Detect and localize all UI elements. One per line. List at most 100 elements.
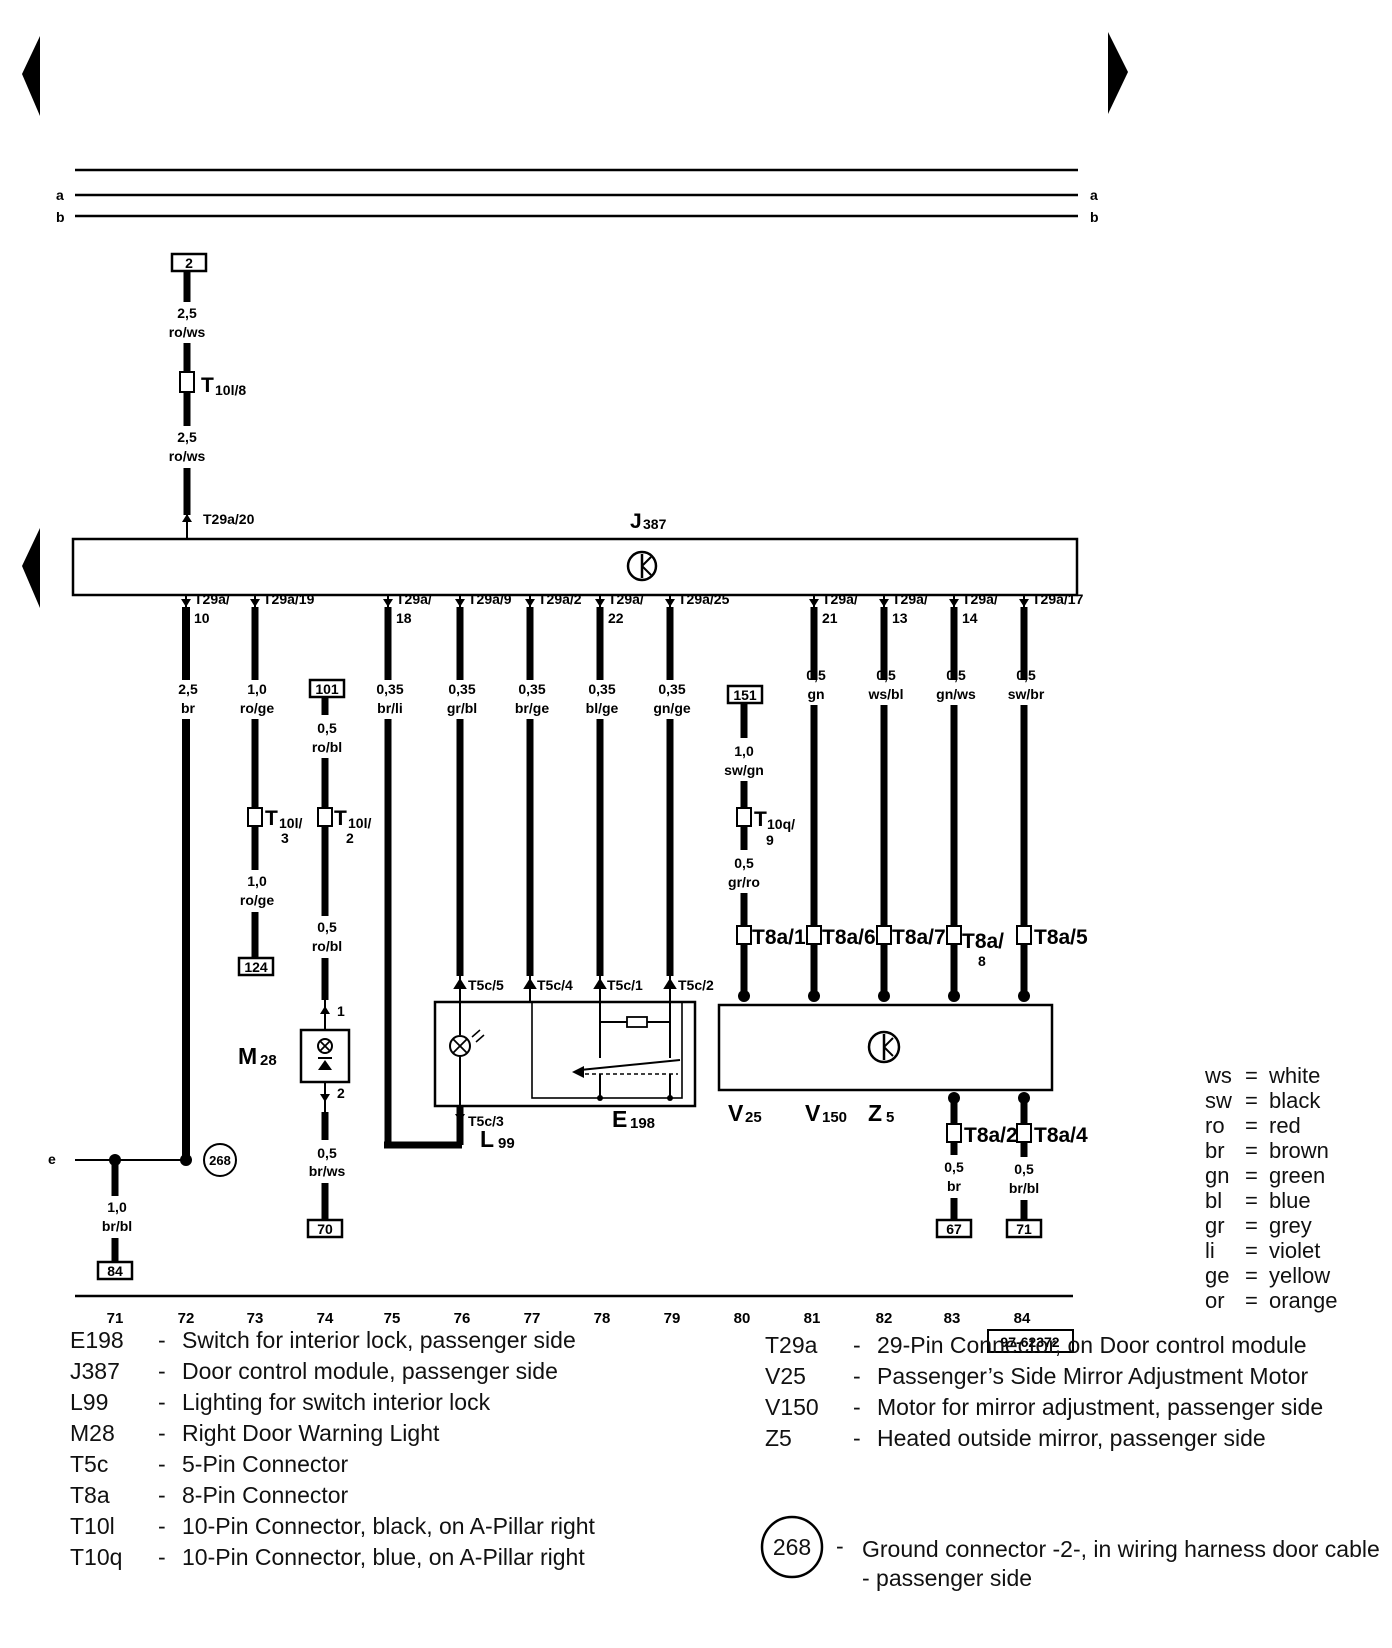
pin-arrow [665, 599, 675, 607]
prev-page-arrow[interactable] [22, 36, 40, 116]
svg-text:1: 1 [337, 1003, 345, 1019]
color-code: ro [1205, 1113, 1225, 1138]
pin-T5c-5: T5c/5 [468, 977, 504, 993]
pin-arrow [455, 599, 465, 607]
track-number: 81 [804, 1310, 821, 1327]
svg-text:br/bl: br/bl [1009, 1180, 1039, 1196]
pin-T5c-3: T5c/3 [468, 1113, 504, 1129]
svg-text:ro/bl: ro/bl [312, 739, 342, 755]
module-J387-label: J [630, 510, 642, 533]
pin-arrow [383, 599, 393, 607]
pin-T5c-1: T5c/1 [607, 977, 643, 993]
ground-legend-symbol [760, 1515, 824, 1579]
track-number: 71 [107, 1310, 124, 1327]
svg-text:br/bl: br/bl [102, 1218, 132, 1234]
legend-row: M28-Right Door Warning Light [70, 1418, 595, 1449]
wire-size: 0,5 [1016, 667, 1036, 683]
track-number: 80 [734, 1310, 751, 1327]
color-key-row: gr=grey [1205, 1213, 1312, 1238]
legend-desc: Right Door Warning Light [182, 1420, 440, 1446]
legend-row: T5c-5-Pin Connector [70, 1449, 595, 1480]
connector-T8a-2: T8a/2 [964, 1124, 1018, 1147]
wire-size: 0,35 [448, 681, 475, 697]
connector-T10l-3: T [265, 807, 278, 830]
module-J387-sub: 387 [643, 516, 667, 532]
color-code: ge [1205, 1263, 1230, 1288]
connector-T10l-8: T [201, 374, 214, 397]
wire-color: bl/ge [586, 700, 619, 716]
svg-text:71: 71 [1016, 1221, 1032, 1237]
pin-T29a-20: T29a/20 [203, 511, 255, 527]
legend-desc: 5-Pin Connector [182, 1451, 349, 1477]
svg-text:ro/ge: ro/ge [240, 892, 274, 908]
wire-size: 0,35 [518, 681, 545, 697]
legend-desc: 29-Pin Connector, on Door control module [877, 1332, 1307, 1358]
pin-label-sub: 21 [822, 610, 838, 626]
prev-module-arrow[interactable] [22, 528, 40, 608]
color-code: bl [1205, 1188, 1223, 1213]
connector-T8a-6: T8a/6 [822, 926, 876, 949]
pin-label-sub: 18 [396, 610, 412, 626]
svg-text:1,0: 1,0 [734, 743, 754, 759]
ground-legend-text: Ground connector -2-, in wiring harness … [862, 1536, 1380, 1591]
color-key-row: bl=blue [1205, 1188, 1311, 1213]
legend-desc: Passenger’s Side Mirror Adjustment Motor [877, 1363, 1309, 1389]
pin-label: T29a/ [194, 591, 230, 607]
svg-text:sw/gn: sw/gn [724, 762, 764, 778]
wire-size: 0,5 [806, 667, 826, 683]
pin-label: T29a/9 [468, 591, 512, 607]
legend-desc: 10-Pin Connector, blue, on A-Pillar righ… [182, 1544, 585, 1570]
connector-T8a-5: T8a/5 [1034, 926, 1088, 949]
pin-arrow [595, 599, 605, 607]
terminal-67 [935, 1218, 973, 1239]
module-pins: T29a/102,5brT29a/191,0ro/geT29a/180,35br… [178, 591, 1084, 740]
legend-code: Z5 [765, 1425, 792, 1451]
pin-label: T29a/17 [1032, 591, 1084, 607]
legend-row: Z5-Heated outside mirror, passenger side [765, 1423, 1323, 1454]
legend-row: T29a-29-Pin Connector, on Door control m… [765, 1330, 1323, 1361]
ground-connector-268[interactable] [203, 1143, 237, 1177]
next-page-arrow[interactable] [1108, 32, 1128, 114]
ground-legend-id: 268 [773, 1534, 811, 1560]
pin-label: T29a/19 [263, 591, 315, 607]
legend-code: M28 [70, 1420, 115, 1446]
M28-warning-light[interactable] [299, 1028, 351, 1084]
connector-T8a-1: T8a/1 [752, 926, 806, 949]
svg-text:gr/ro: gr/ro [728, 874, 760, 890]
legend-code: T29a [765, 1332, 818, 1358]
reference-box [987, 1329, 1074, 1353]
svg-text:0,5: 0,5 [317, 1145, 337, 1161]
connector-T10l-2: T [334, 807, 347, 830]
rail-b-left-label: b [56, 209, 65, 225]
module-J387[interactable] [71, 537, 1079, 597]
svg-text:70: 70 [317, 1221, 333, 1237]
rail-a-left-label: a [56, 187, 64, 203]
color-name: black [1269, 1088, 1321, 1113]
E198-switch-housing[interactable] [433, 1000, 697, 1108]
pin-label: T29a/ [608, 591, 644, 607]
svg-text:1,0: 1,0 [107, 1199, 127, 1215]
color-key-row: sw=black [1205, 1088, 1321, 1113]
component-M28: M [238, 1043, 257, 1069]
color-name: white [1269, 1063, 1321, 1088]
wire-color: br/li [377, 700, 403, 716]
legend-code: T10l [70, 1513, 115, 1539]
component-E198: E [612, 1106, 627, 1132]
connector-T8a-8: T8a/ [962, 930, 1004, 953]
svg-text:5: 5 [886, 1109, 894, 1126]
wire-color: ro/ge [240, 700, 274, 716]
svg-text:124: 124 [244, 959, 268, 975]
svg-text:3: 3 [281, 830, 289, 846]
component-V25: V [728, 1100, 744, 1126]
svg-text:198: 198 [630, 1115, 655, 1132]
component-Z5: Z [868, 1100, 882, 1126]
color-code: br [1205, 1138, 1225, 1163]
legend-code: E198 [70, 1327, 124, 1353]
legend-code: T10q [70, 1544, 123, 1570]
svg-text:0,5: 0,5 [734, 855, 754, 871]
legend-row: T10q-10-Pin Connector, blue, on A-Pillar… [70, 1542, 595, 1573]
wire-color: sw/br [1008, 686, 1045, 702]
svg-text:2: 2 [346, 830, 354, 846]
pin-label: T29a/ [962, 591, 998, 607]
track-number: 78 [594, 1310, 611, 1327]
